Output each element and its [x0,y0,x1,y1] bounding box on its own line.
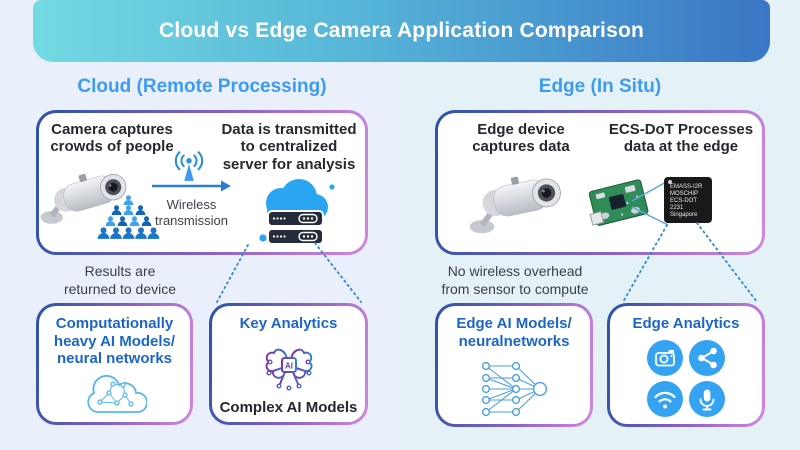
edge-analytics-title: Edge Analytics [632,315,740,332]
ai-chip-label: AI [285,362,293,371]
cloud-caption-capture: Camera captures crowds of people [50,121,174,156]
security-camera-icon [40,173,127,224]
wifi-icon [647,381,683,417]
chip-icon: EMASS-I2R MOSCHIP ECS-DOT 2231 Singapore [664,177,712,223]
cloud-ai-models-card: Computationally heavy AI Models/ neural … [36,303,193,425]
edge-ai-models-title: Edge AI Models/ neuralnetworks [456,315,572,350]
edge-caption-process: ECS-DoT Processes data at the edge [608,121,754,156]
pcb-board-icon [588,179,649,226]
cloud-section-title: Cloud (Remote Processing) [77,76,327,97]
cloud-network-icon [87,375,147,413]
page-title: Cloud vs Edge Camera Application Compari… [158,19,645,42]
edge-caption-capture: Edge device captures data [472,121,570,156]
brain-ai-icon: AI [265,348,313,391]
cloud-servers-icon [259,179,335,245]
cloud-process-box: Camera captures crowds of people Data is… [36,110,368,255]
edge-ai-models-card: Edge AI Models/ neuralnetworks [435,303,593,427]
neural-network-icon [481,361,548,417]
antenna-icon [174,151,204,181]
chip-pin-marker [668,180,672,184]
header-banner: Cloud vs Edge Camera Application Compari… [33,0,770,62]
arrow-right-icon [152,180,231,192]
edge-note: No wireless overhead from sensor to comp… [441,263,589,297]
key-analytics-title: Key Analytics [239,315,338,332]
cloud-caption-transmit: Data is transmitted to centralized serve… [221,121,357,173]
wireless-transmission-label: Wireless transmission [155,197,228,228]
complex-ai-models-label: Complex AI Models [219,399,358,416]
edge-camera-icon [469,176,561,234]
key-analytics-card: Key Analytics AI [209,303,368,425]
chip-label: EMASS-I2R MOSCHIP ECS-DOT 2231 Singapore [670,184,703,218]
edge-analytics-card: Edge Analytics [607,303,765,427]
edge-section-title: Edge (In Situ) [538,76,662,97]
chip-callout-lines [631,180,669,226]
cloud-ai-models-title: Computationally heavy AI Models/ neural … [53,315,176,368]
camera-icon [647,340,683,376]
share-icon [689,340,725,376]
cloud-note: Results are returned to device [63,263,177,297]
mic-icon [689,381,725,417]
edge-process-box: Edge device captures data ECS-DoT Proces… [435,110,765,255]
